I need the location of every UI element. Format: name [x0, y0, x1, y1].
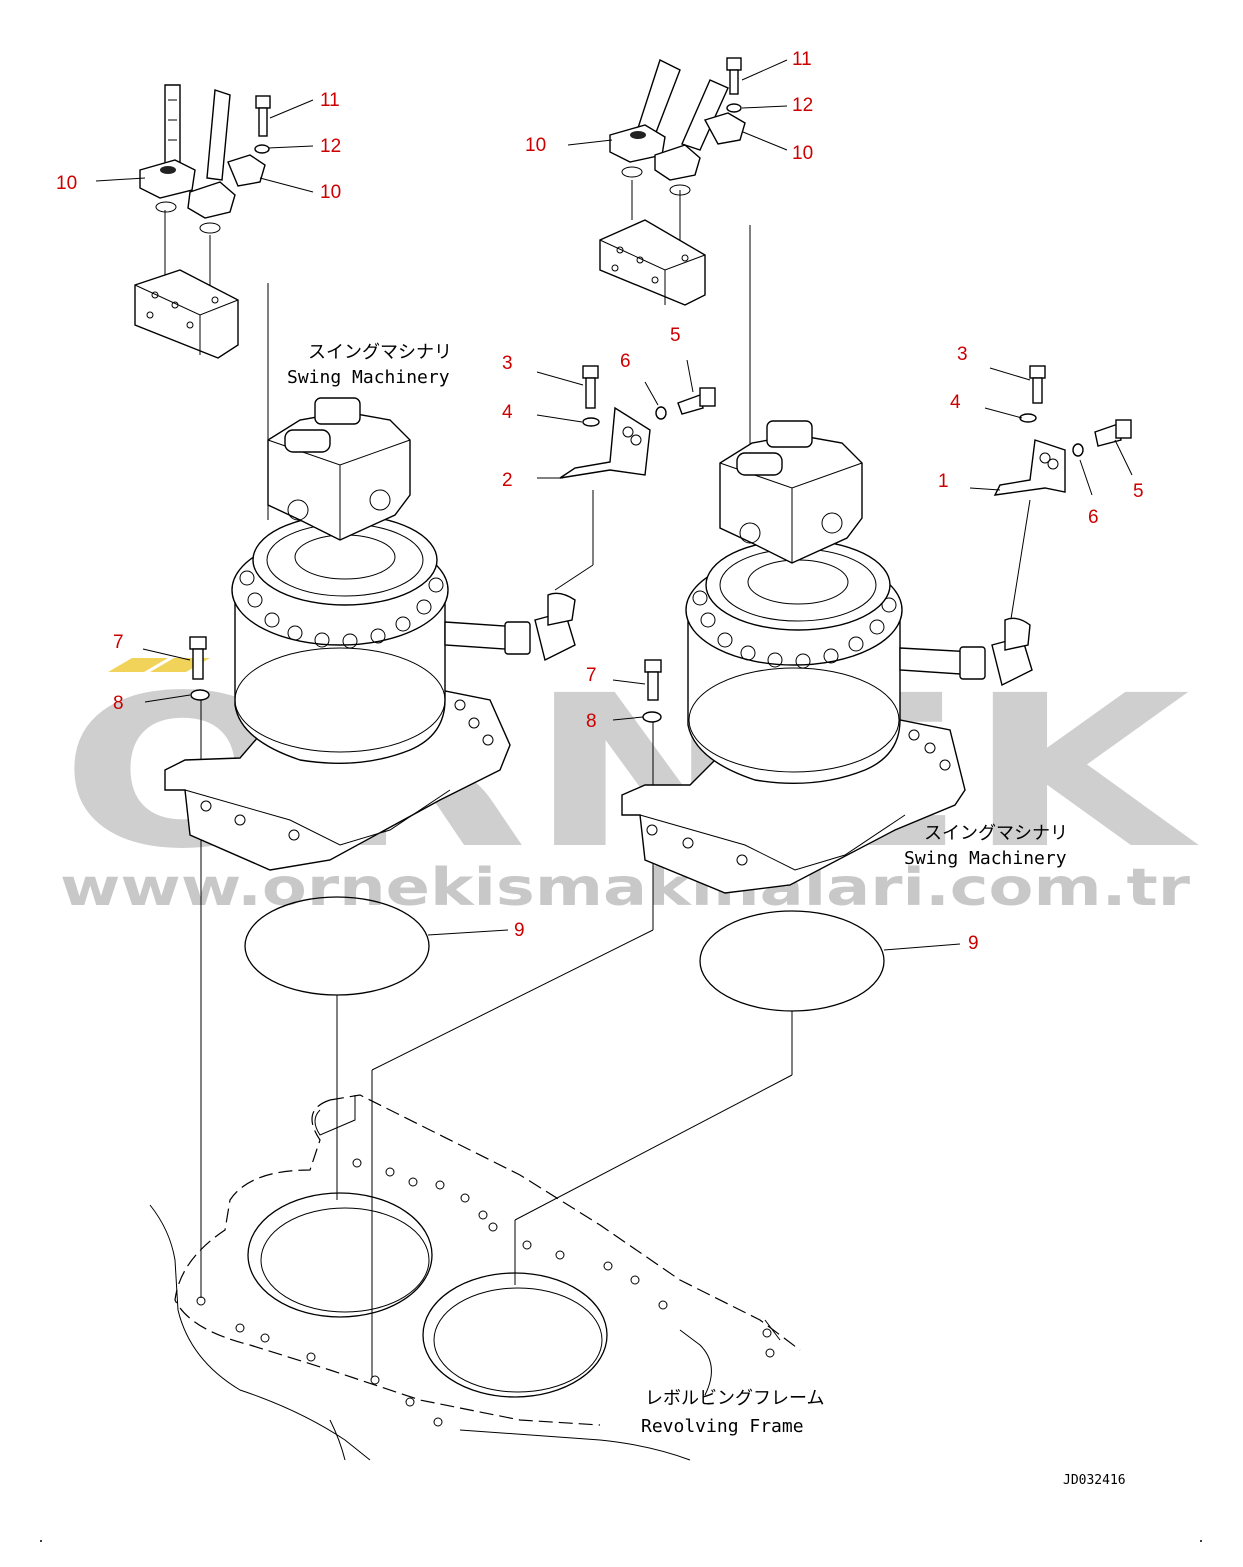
bolt-washer-right	[642, 659, 662, 723]
callout-2: 2	[502, 470, 513, 491]
callout-11: 11	[792, 49, 812, 70]
callout-9: 9	[968, 933, 979, 954]
callout-numbers: 11 12 10 10 11 12 10 10 3 4 2 6 5 3 4 1 …	[56, 49, 1144, 954]
revolving-frame-en: Revolving Frame	[641, 1416, 804, 1437]
bolt-washer-left	[189, 636, 210, 701]
callout-8: 8	[586, 711, 597, 732]
text-labels: スイングマシナリ Swing Machinery スイングマシナリ Swing …	[287, 342, 1126, 1488]
swing-machinery-left-jp: スイングマシナリ	[308, 342, 452, 363]
callout-6: 6	[1088, 507, 1099, 528]
revolving-frame	[149, 1094, 801, 1461]
callout-10: 10	[320, 182, 341, 203]
watermark-url: www.ornekismakinalari.com.tr	[60, 858, 1190, 918]
callout-11: 11	[320, 90, 340, 111]
swing-machinery-left-en: Swing Machinery	[287, 367, 450, 388]
swing-machinery-right-jp: スイングマシナリ	[924, 823, 1068, 844]
callout-7: 7	[586, 665, 597, 686]
callout-4: 4	[502, 402, 513, 423]
callout-6: 6	[620, 351, 631, 372]
callout-1: 1	[938, 471, 949, 492]
bracket-1-assembly	[993, 365, 1132, 496]
bracket-2-assembly	[559, 365, 716, 479]
callout-12: 12	[320, 136, 341, 157]
callout-4: 4	[950, 392, 961, 413]
callout-5: 5	[1133, 481, 1144, 502]
swing-machinery-right	[621, 420, 1033, 894]
drawing-reference: JD032416	[1063, 1473, 1126, 1488]
callout-7: 7	[113, 632, 124, 653]
callout-9: 9	[514, 920, 525, 941]
callout-3: 3	[957, 344, 968, 365]
hose-assembly-right	[599, 57, 746, 306]
o-ring-right	[699, 910, 885, 1012]
swing-machinery-right-en: Swing Machinery	[904, 848, 1067, 869]
callout-12: 12	[792, 95, 813, 116]
swing-machinery-left	[164, 397, 576, 871]
callout-8: 8	[113, 693, 124, 714]
callout-10: 10	[792, 143, 813, 164]
hose-assembly-left	[134, 84, 271, 359]
callout-10: 10	[525, 135, 546, 156]
callout-3: 3	[502, 353, 513, 374]
callout-10: 10	[56, 173, 77, 194]
callout-5: 5	[670, 325, 681, 346]
revolving-frame-jp: レボルビングフレーム	[645, 1388, 824, 1409]
watermark-accent	[108, 658, 168, 672]
callout-leaders	[95, 59, 1133, 951]
